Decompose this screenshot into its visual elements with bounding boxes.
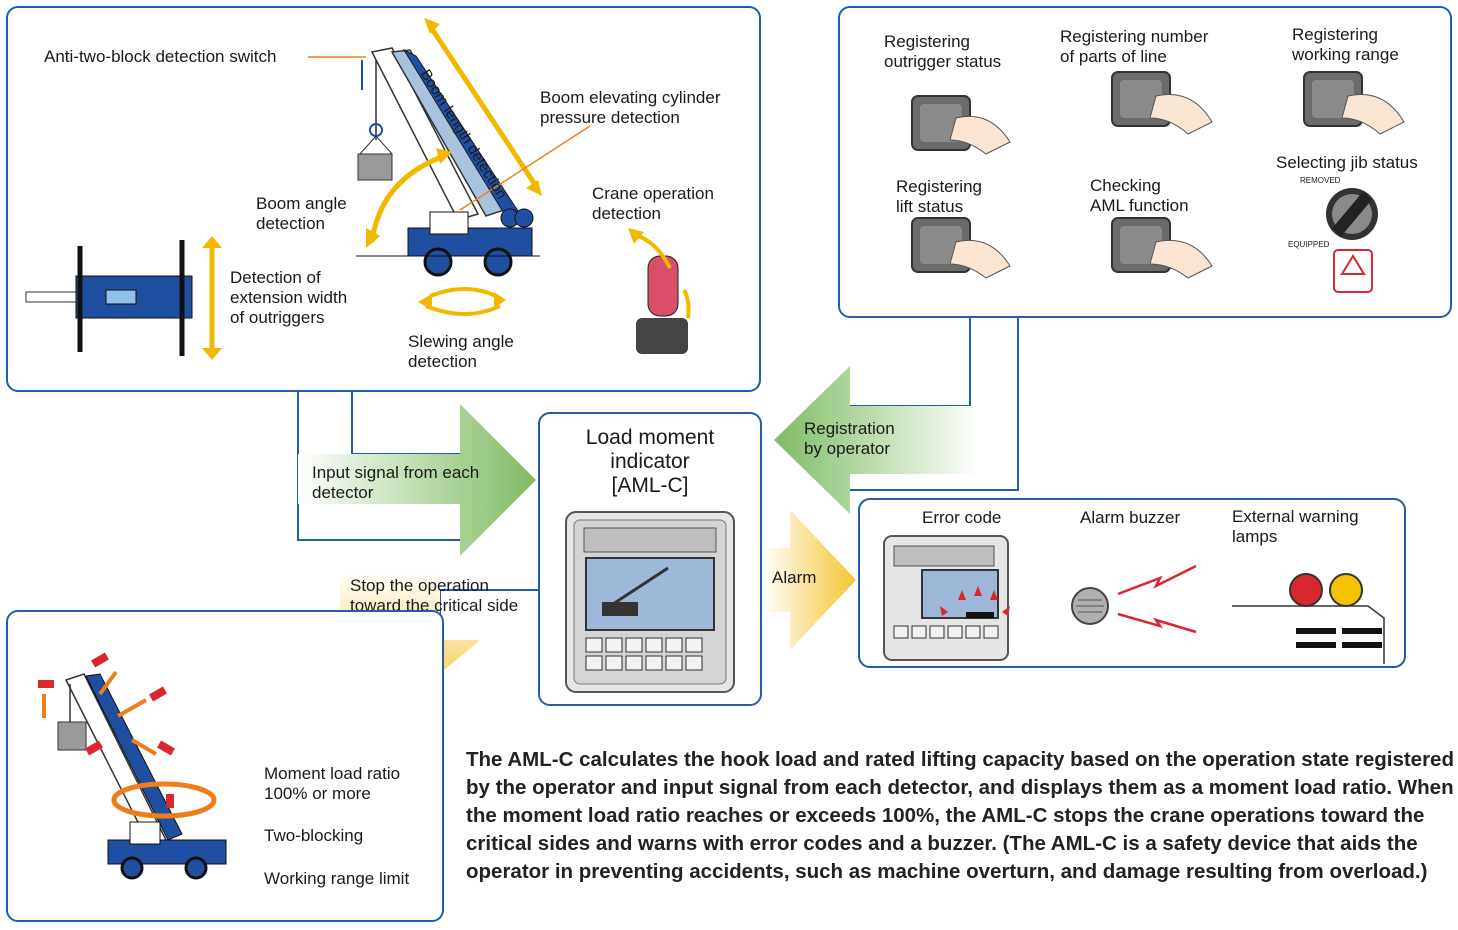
input-signal-label: Input signal from each detector — [312, 463, 480, 502]
boom-cylinder-label: Boom elevating cylinder pressure detecti… — [540, 88, 721, 127]
check-aml-label: Checking AML function — [1090, 176, 1189, 215]
two-blocking-label: Two-blocking — [264, 826, 364, 845]
register-working-range-label: Registering working range — [1292, 25, 1399, 64]
parts-of-line-key-icon — [1111, 71, 1213, 135]
working-range-key-icon — [1303, 71, 1405, 135]
register-outrigger-label: Registering outrigger status — [884, 32, 1002, 71]
stop-panel — [6, 610, 444, 922]
buzzer-icon — [1071, 587, 1109, 625]
register-lift-label: Registering lift status — [896, 177, 982, 216]
buzzer-sound-wave — [1117, 612, 1197, 634]
input-arrow — [298, 404, 536, 556]
alarm-buzzer-label: Alarm buzzer — [1080, 508, 1181, 527]
jib-selector-knob-icon — [1326, 188, 1378, 240]
outrigger-width-label: Detection of extension width of outrigge… — [230, 268, 348, 327]
registration-arrow — [774, 366, 978, 514]
registration-by-operator-label: Registration by operator — [804, 419, 895, 458]
register-parts-label: Registering number of parts of line — [1060, 27, 1209, 66]
buzzer-sound-wave — [1117, 564, 1197, 596]
outrigger-key-icon — [911, 95, 1011, 155]
red-lamp-icon — [1289, 573, 1323, 607]
slewing-angle-label: Slewing angle detection — [408, 332, 514, 371]
aml-title: Load moment indicator [AML-C] — [585, 426, 715, 497]
lift-status-key-icon — [911, 217, 1011, 279]
select-jib-label: Selecting jib status — [1276, 153, 1418, 172]
yellow-lamp-icon — [1329, 573, 1363, 607]
error-code-label: Error code — [922, 508, 1002, 527]
alarm-arrow — [762, 510, 856, 650]
crane-operation-label: Crane operation detection — [592, 184, 714, 223]
jib-equipped-label: EQUIPPED — [1288, 240, 1330, 249]
anti-two-block-label: Anti-two-block detection switch — [44, 47, 277, 66]
moment-ratio-label: Moment load ratio 100% or more — [264, 764, 401, 803]
working-range-limit-label: Working range limit — [264, 869, 410, 888]
description-paragraph: The AML-C calculates the hook load and r… — [466, 748, 1454, 883]
jib-removed-label: REMOVED — [1300, 176, 1341, 185]
warning-lamps-label: External warning lamps — [1232, 507, 1359, 546]
aml-check-key-icon — [1111, 217, 1213, 279]
boom-angle-label: Boom angle detection — [256, 194, 347, 233]
alarm-label: Alarm — [772, 568, 817, 587]
jib-warning-sign-icon — [1333, 249, 1373, 293]
error-code-device-icon — [883, 535, 1010, 661]
